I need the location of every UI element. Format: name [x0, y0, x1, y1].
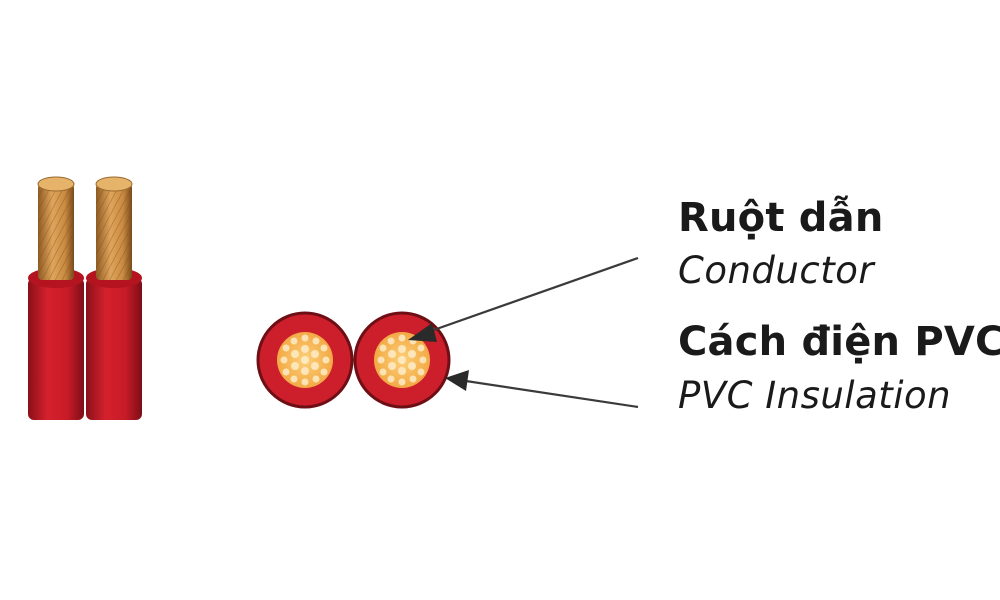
- cable-3d-left-core: [28, 176, 84, 420]
- copper-end-right: [95, 176, 133, 192]
- conductor-arrow: [408, 256, 639, 342]
- insulation-label-en: PVC Insulation: [678, 374, 952, 417]
- insulation-sheath-left: [28, 278, 84, 420]
- conductor-label-en: Conductor: [678, 249, 875, 292]
- conductor-label-vi: Ruột dẫn: [678, 195, 884, 241]
- cable-3d-right-core: [86, 176, 142, 420]
- copper-end-left: [37, 176, 75, 192]
- insulation-arrow: [445, 370, 639, 409]
- insulation-label-vi: Cách điện PVC: [678, 319, 1000, 365]
- cross-section-right: [353, 311, 451, 409]
- cross-section-left: [256, 311, 354, 409]
- insulation-sheath-right: [86, 278, 142, 420]
- strand-pattern-right: [377, 334, 427, 386]
- strand-pattern-left: [280, 334, 330, 386]
